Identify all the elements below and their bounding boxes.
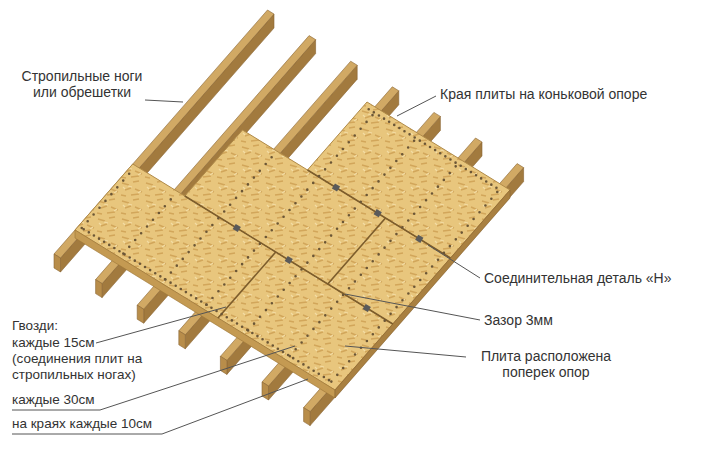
- callout-label: Стропильные ноги или обрешетки: [12, 68, 152, 100]
- callout-label: Зазор 3мм: [484, 312, 553, 328]
- h-clips: [233, 183, 424, 312]
- callout-label: Плита расположена поперек опор: [470, 348, 622, 380]
- callout-label: на краях каждые 10см: [12, 416, 152, 432]
- callout-label: Гвозди:: [12, 318, 58, 334]
- callout-label: Соединительная деталь «Н»: [484, 270, 672, 286]
- callout-label: каждые 30см: [12, 392, 95, 408]
- panel-seams: [185, 170, 451, 324]
- panel-edge: [335, 190, 510, 398]
- leader-lines: [12, 96, 480, 434]
- callout-label: Края плиты на коньковой опоре: [440, 86, 647, 102]
- nails: [82, 109, 502, 383]
- callout-label: каждые 15см (соединения плит на стропиль…: [12, 335, 172, 383]
